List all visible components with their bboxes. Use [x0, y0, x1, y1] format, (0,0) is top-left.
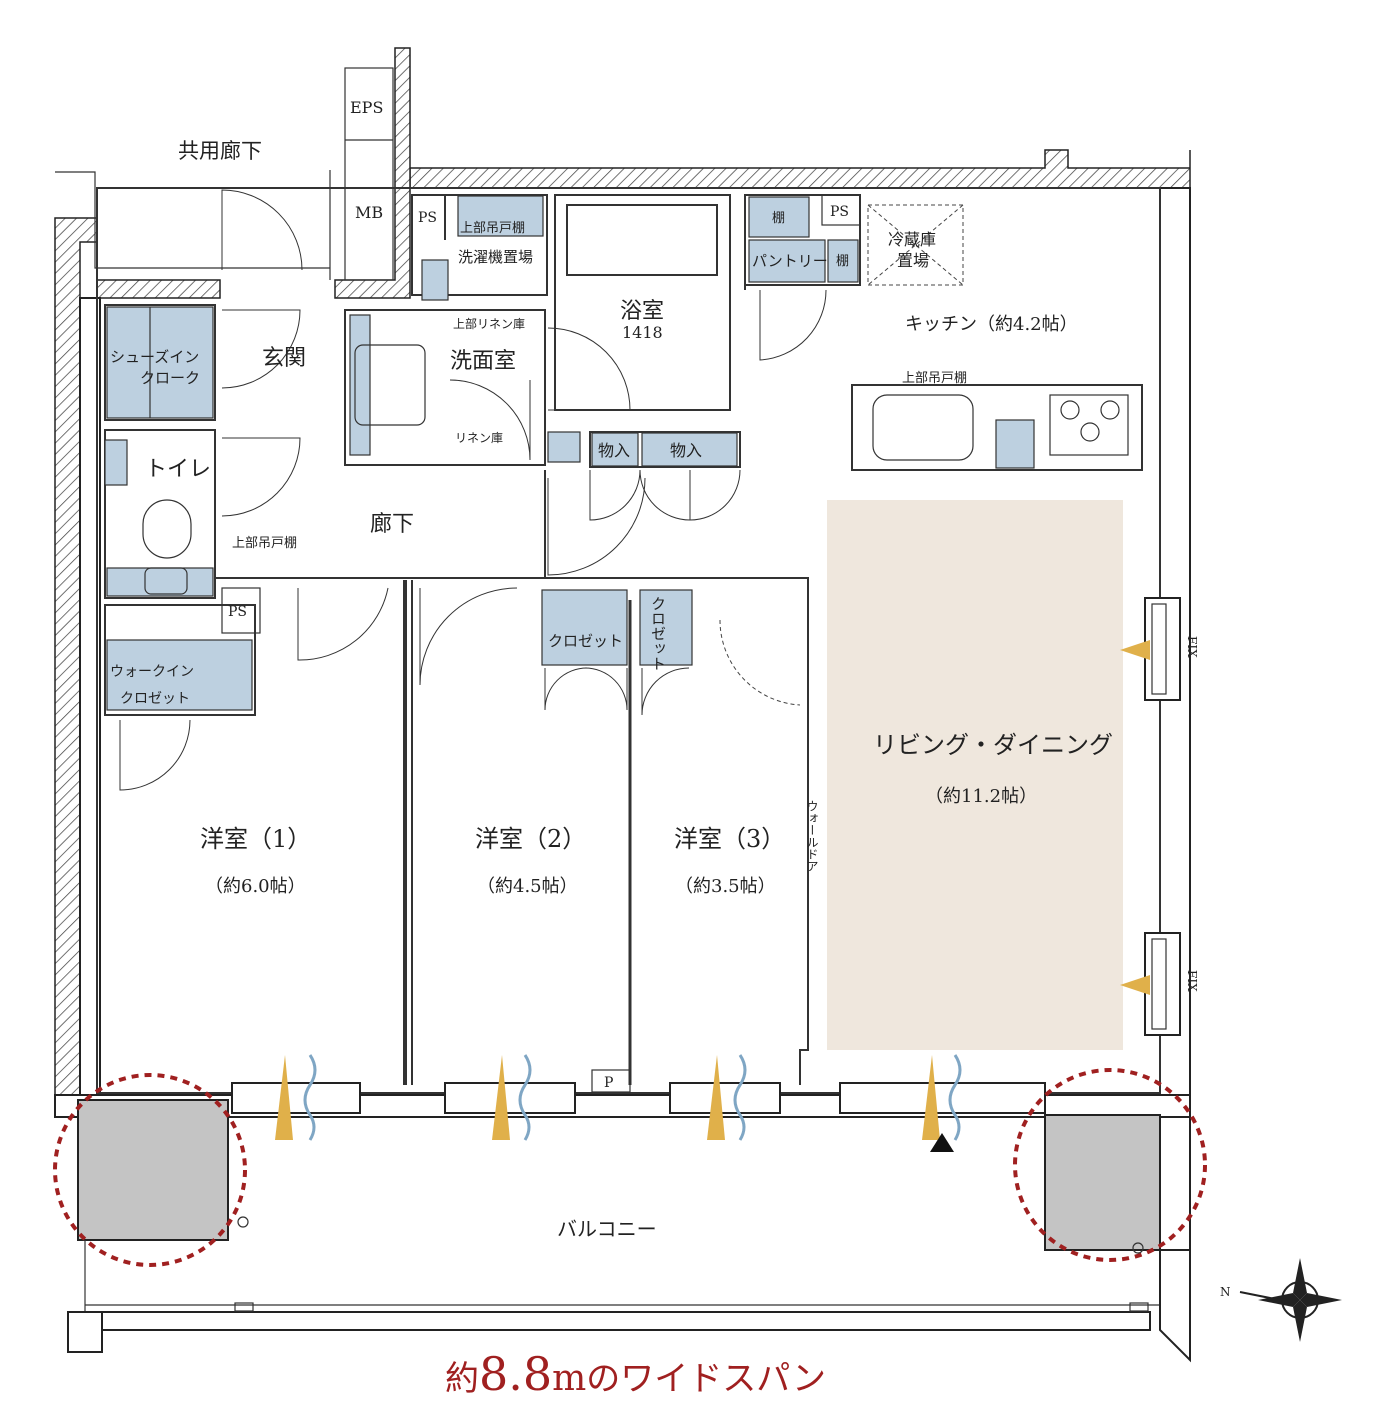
p-label: P — [604, 1075, 613, 1091]
balcony-rail — [67, 1240, 1191, 1363]
toilet-label: トイレ — [145, 457, 211, 482]
tagline-number: 8.8 — [479, 1347, 552, 1401]
room-labels: 共用廊下 EPS MB PS 上部吊戸棚 洗濯機置場 上部リネン庫 浴室 141… — [110, 98, 1231, 1299]
interior-doors[interactable] — [119, 289, 827, 791]
room3-size-label: （約3.5帖） — [675, 876, 776, 897]
entrance-label: 玄関 — [262, 346, 306, 371]
entry-door[interactable] — [221, 189, 303, 271]
room1-label: 洋室（1） — [200, 825, 311, 853]
wall-door-label: ウォールドア — [805, 800, 819, 872]
mb-label: MB — [355, 203, 383, 222]
upper-linen-label: 上部リネン庫 — [453, 316, 525, 331]
living-dining-label: リビング・ダイニング — [873, 731, 1113, 759]
entrance-marker-icon — [930, 1133, 954, 1152]
shoes-in-cloak-label-2: クローク — [140, 369, 200, 387]
closet-label-2: クロゼット — [649, 596, 667, 671]
walk-in-label-2: クロゼット — [120, 691, 190, 707]
linen-label: リネン庫 — [455, 431, 503, 445]
upper-cabinet-label-3: 上部吊戸棚 — [902, 371, 967, 386]
room2-size-label: （約4.5帖） — [477, 876, 578, 897]
upper-cabinet-label-1: 上部吊戸棚 — [460, 221, 525, 236]
living-dining-area — [827, 500, 1123, 1050]
room1-size-label: （約6.0帖） — [205, 876, 306, 897]
kitchen-label: キッチン（約4.2帖） — [905, 314, 1078, 335]
common-corridor-lines — [55, 67, 394, 281]
storage-label-1: 物入 — [598, 441, 630, 460]
closet-label-1: クロゼット — [548, 632, 623, 650]
storage-label-2: 物入 — [670, 441, 702, 460]
fridge-label-1: 冷蔵庫 — [888, 230, 936, 249]
fix-windows — [1120, 597, 1181, 1036]
ps-label-2: PS — [830, 204, 849, 220]
washroom-label: 洗面室 — [450, 349, 516, 374]
wide-span-tagline: 約8.8mのワイドスパン — [445, 1347, 826, 1401]
balcony-wall — [54, 1054, 1191, 1152]
tagline-prefix: 約 — [445, 1359, 479, 1399]
bath-size-label: 1418 — [622, 323, 663, 342]
fix-label-1: FIX — [1185, 636, 1199, 658]
living-size-label: （約11.2帖） — [925, 786, 1037, 807]
tagline-suffix: のワイドスパン — [586, 1359, 826, 1399]
bathroom-label: 浴室 — [620, 299, 664, 324]
ps-label-3: PS — [228, 604, 247, 620]
upper-cabinet-label-2: 上部吊戸棚 — [232, 536, 297, 551]
storage-areas — [104, 195, 1035, 711]
room3-label: 洋室（3） — [674, 825, 785, 853]
fixtures — [142, 194, 1129, 1093]
fix-label-2: FIX — [1185, 970, 1199, 992]
pillars — [53, 1068, 1207, 1267]
fridge-label-2: 置場 — [897, 251, 929, 270]
walk-in-label-1: ウォークイン — [110, 664, 194, 680]
balcony-label: バルコニー — [557, 1217, 657, 1241]
washer-space-label: 洗濯機置場 — [458, 248, 533, 266]
eps-label: EPS — [350, 98, 383, 117]
corridor-label: 廊下 — [370, 512, 414, 537]
common-corridor-label: 共用廊下 — [178, 139, 262, 163]
shoes-in-cloak-label-1: シューズイン — [110, 348, 199, 366]
room2-label: 洋室（2） — [475, 825, 586, 853]
compass-icon — [1239, 1258, 1342, 1342]
interior-walls — [96, 187, 1161, 1094]
shelf-label-1: 棚 — [772, 211, 785, 226]
shelf-label-2: 棚 — [836, 254, 849, 269]
tagline-unit: m — [552, 1358, 586, 1399]
compass-north-label: N — [1220, 1285, 1231, 1299]
ps-label-1: PS — [418, 210, 437, 226]
pantry-label: パントリー — [752, 252, 828, 270]
